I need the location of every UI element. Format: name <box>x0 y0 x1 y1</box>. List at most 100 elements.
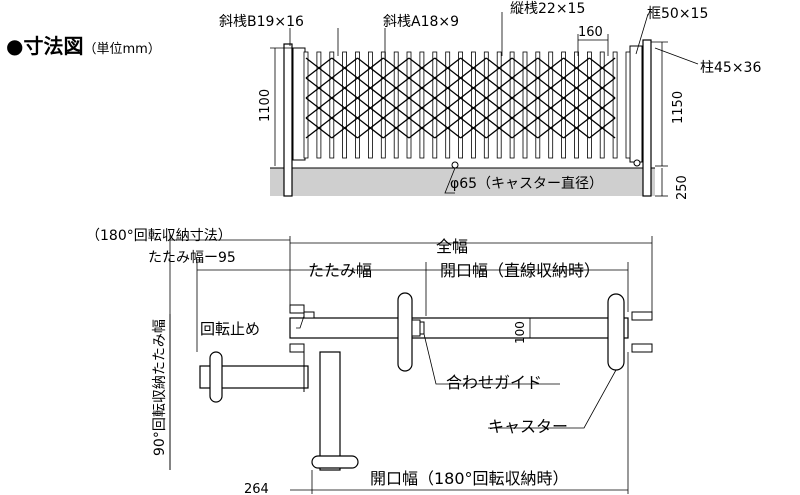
lattice-diagonal <box>485 97 513 119</box>
lattice-diagonals <box>305 57 616 139</box>
lattice-diagonal <box>589 57 616 79</box>
lattice-diagonal <box>382 117 410 139</box>
left-post <box>283 43 293 197</box>
lattice-diagonal <box>434 117 461 139</box>
vertical-bar <box>458 51 464 159</box>
left-post-top <box>289 304 305 314</box>
guide-block-right <box>419 321 425 335</box>
leader-frame <box>635 13 649 55</box>
vertical-bar <box>432 51 438 159</box>
lattice-diagonal <box>485 117 513 139</box>
lattice-diagonal <box>408 117 436 139</box>
vertical-bar <box>316 51 322 159</box>
lattice-diagonal <box>331 57 358 79</box>
vertical-bar <box>367 51 373 159</box>
label-rotate-stop: 回転止め <box>200 320 260 338</box>
lattice-diagonal <box>563 117 590 139</box>
vertical-bar <box>445 51 451 159</box>
lattice-diagonal <box>460 77 487 99</box>
label-264: 264 <box>244 482 269 495</box>
caster-left <box>451 161 459 169</box>
right-post-top <box>631 311 653 321</box>
vertical-bar <box>303 51 309 159</box>
label-pitch: 160 <box>578 25 603 40</box>
leader-rotate-stop <box>296 315 305 329</box>
label-height-right: 1150 <box>671 91 686 124</box>
left-post-bottom <box>289 343 305 353</box>
rotated-caster-pill-bottom <box>311 455 359 469</box>
lattice-diagonal <box>305 77 333 99</box>
leader-guide <box>423 333 560 385</box>
lattice-diagonal <box>434 97 461 119</box>
rotated-rail-horizontal <box>199 365 309 389</box>
ground-band <box>270 168 655 196</box>
caster-pill-right <box>607 293 625 371</box>
lattice-diagonal <box>305 97 333 119</box>
vertical-bar <box>599 51 605 159</box>
lattice-diagonal <box>589 97 616 119</box>
label-ground: 250 <box>675 175 690 200</box>
lattice-diagonal <box>485 57 513 79</box>
label-rotate-fold: （180°回転収納寸法） <box>86 228 232 244</box>
plan-view: （180°回転収納寸法） たたみ幅ー95 全幅 たたみ幅 開口幅（直線収納時） … <box>86 228 653 495</box>
lattice-diagonal <box>331 97 358 119</box>
lattice-diagonal <box>511 77 539 99</box>
vertical-bar <box>419 51 425 159</box>
vertical-bar <box>625 51 631 159</box>
elevation-view: 斜桟B19×16 斜桟A18×9 縦桟22×15 框50×15 柱45×36 1… <box>219 1 761 200</box>
vertical-bar <box>561 51 566 159</box>
label-caster-plan: キャスター <box>488 417 568 436</box>
lattice-diagonal <box>408 57 436 79</box>
lattice-diagonal <box>434 57 461 79</box>
caster-pill-center <box>397 292 413 372</box>
title-bullet: ● <box>6 34 24 58</box>
rotated-rail-vertical <box>319 351 341 471</box>
lattice-diagonal <box>537 117 564 139</box>
label-opening-straight: 開口幅（直線収納時） <box>440 261 600 280</box>
label-total-width: 全幅 <box>436 237 468 256</box>
label-post: 柱45×36 <box>700 60 761 76</box>
vertical-bars <box>303 51 631 159</box>
left-frame <box>292 47 306 161</box>
vertical-bar <box>535 51 541 159</box>
label-guide: 合わせガイド <box>446 373 542 392</box>
lattice-diagonal <box>357 117 384 139</box>
lattice-diagonal <box>537 77 564 99</box>
label-fold-width: たたみ幅 <box>308 261 372 280</box>
vertical-bar <box>342 51 348 159</box>
label-height-left: 1100 <box>258 89 273 122</box>
vertical-bar <box>380 51 386 159</box>
right-post <box>642 39 652 197</box>
vertical-bar <box>548 51 554 159</box>
lattice-diagonal <box>589 77 616 99</box>
lattice-diagonal <box>357 57 384 79</box>
vertical-bar <box>393 51 399 159</box>
lattice-diagonal <box>511 117 539 139</box>
lattice-diagonal <box>331 77 358 99</box>
lattice-diagonal <box>434 77 461 99</box>
lattice-diagonal <box>382 97 410 119</box>
vertical-bar <box>329 51 335 159</box>
lattice-diagonal <box>408 77 436 99</box>
lattice-diagonal <box>460 117 487 139</box>
lattice-diagonal <box>460 57 487 79</box>
vertical-bar <box>587 51 592 159</box>
lattice-diagonal <box>537 97 564 119</box>
lattice-diagonal <box>382 77 410 99</box>
vertical-bar <box>355 51 360 159</box>
vertical-bar <box>522 51 528 159</box>
label-diag-a: 斜桟A18×9 <box>383 14 459 30</box>
vertical-bar <box>406 51 412 159</box>
label-vertical: 縦桟22×15 <box>510 1 585 17</box>
right-post-bottom <box>631 343 653 353</box>
diagram-title: ●寸法図（単位mm） <box>6 30 161 59</box>
title-main: 寸法図 <box>23 34 84 58</box>
lattice-diagonal <box>382 57 410 79</box>
lattice-diagonal <box>460 97 487 119</box>
vertical-bar <box>574 51 579 159</box>
lattice-diagonal <box>563 57 590 79</box>
lattice-diagonal <box>305 117 333 139</box>
title-unit: （単位mm） <box>83 42 161 57</box>
lattice-diagonal <box>305 57 333 79</box>
